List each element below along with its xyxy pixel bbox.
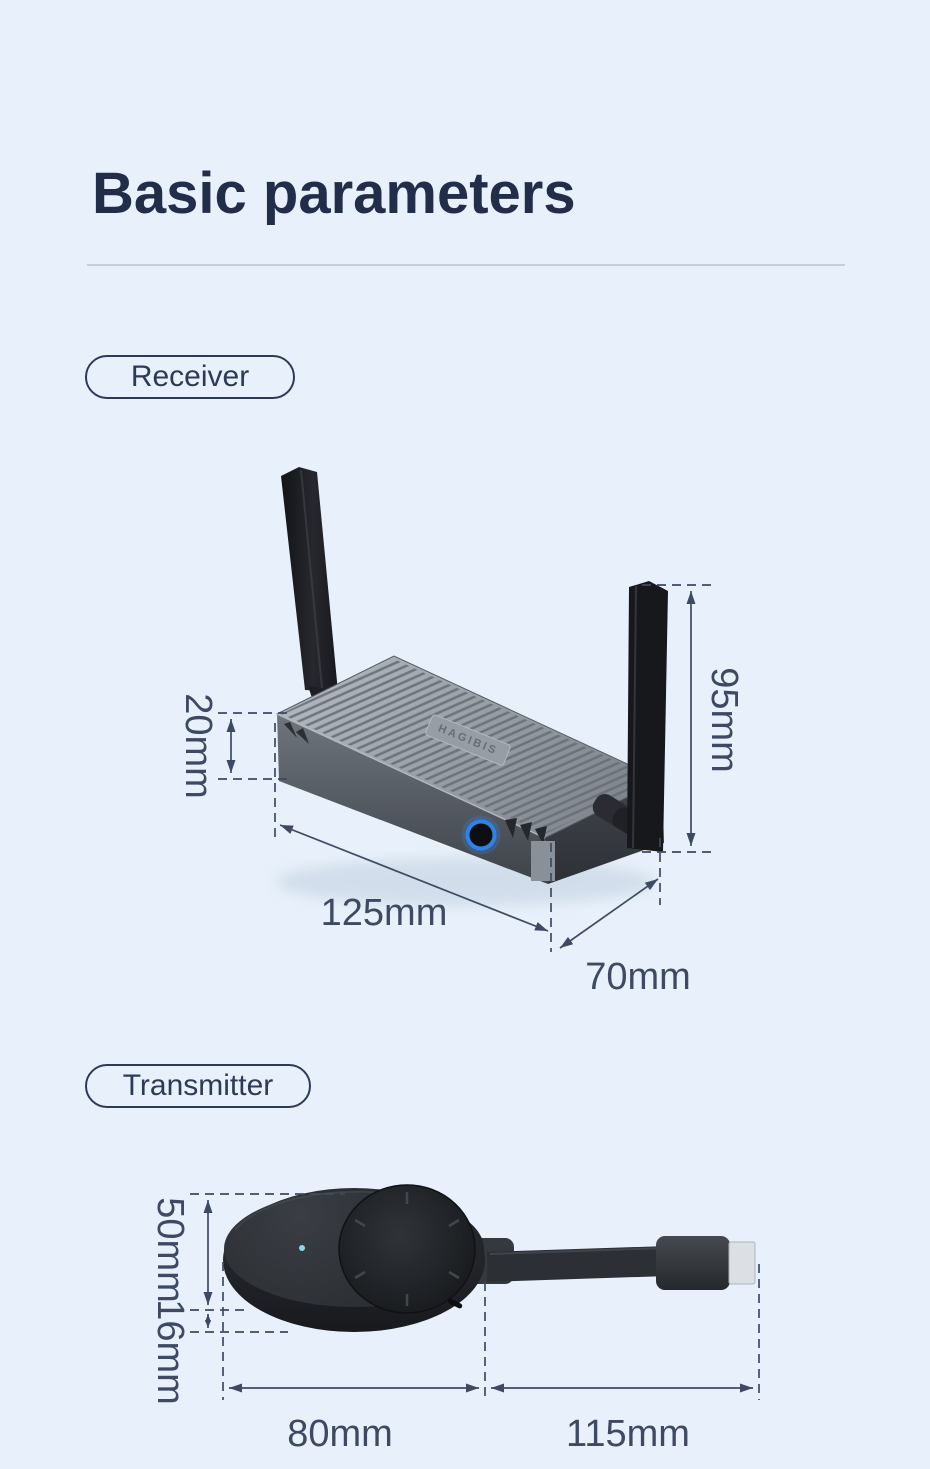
hdmi-plug-body [656,1236,730,1290]
receiver-badge-label: Receiver [130,360,250,393]
dim-95mm-label: 95mm [703,667,745,773]
dial [338,1184,476,1314]
dim-125mm-arrow [279,824,549,932]
dim-70mm-arrow [559,878,659,949]
left-antenna-highlight [300,469,323,689]
dim-125mm-label: 125mm [321,892,448,934]
dongle-rim-highlight [234,1191,401,1231]
dim-70mm-label: 70mm [585,956,691,998]
transmitter-badge-label: Transmitter [122,1069,274,1102]
receiver-dimension-lines [218,584,714,952]
brand-plate: HAGIBIS [425,714,511,766]
transmitter-dimension-lines [190,1193,760,1400]
dim-80mm-label: 80mm [287,1413,393,1455]
hdmi-plug-tip [728,1241,756,1285]
led-indicator [299,1245,305,1251]
dim-50mm-label: 50mm [149,1197,191,1303]
left-antenna [281,467,338,692]
side-port-slot [448,1298,463,1309]
hdmi-cable [487,1246,668,1282]
transmitter-figure: 50mm 16mm 80mm 115mm [149,1184,760,1455]
dim-20mm-label: 20mm [177,693,219,799]
right-antenna-highlight [632,585,637,849]
dim-115mm-label: 115mm [566,1413,690,1455]
receiver-badge: Receiver [85,355,295,399]
page-title: Basic parameters [92,161,576,226]
power-button-ring [465,819,497,851]
hdmi-cable-highlight [489,1247,667,1255]
front-edge-highlight [276,713,546,839]
left-corner-vents [284,722,309,744]
title-divider [87,264,845,266]
dial-tick-marks [354,1192,460,1306]
dim-16mm-label: 16mm [149,1299,191,1405]
transmitter-badge: Transmitter [85,1064,311,1108]
receiver-figure: HAGIBIS [177,467,745,998]
right-antenna [627,581,668,852]
